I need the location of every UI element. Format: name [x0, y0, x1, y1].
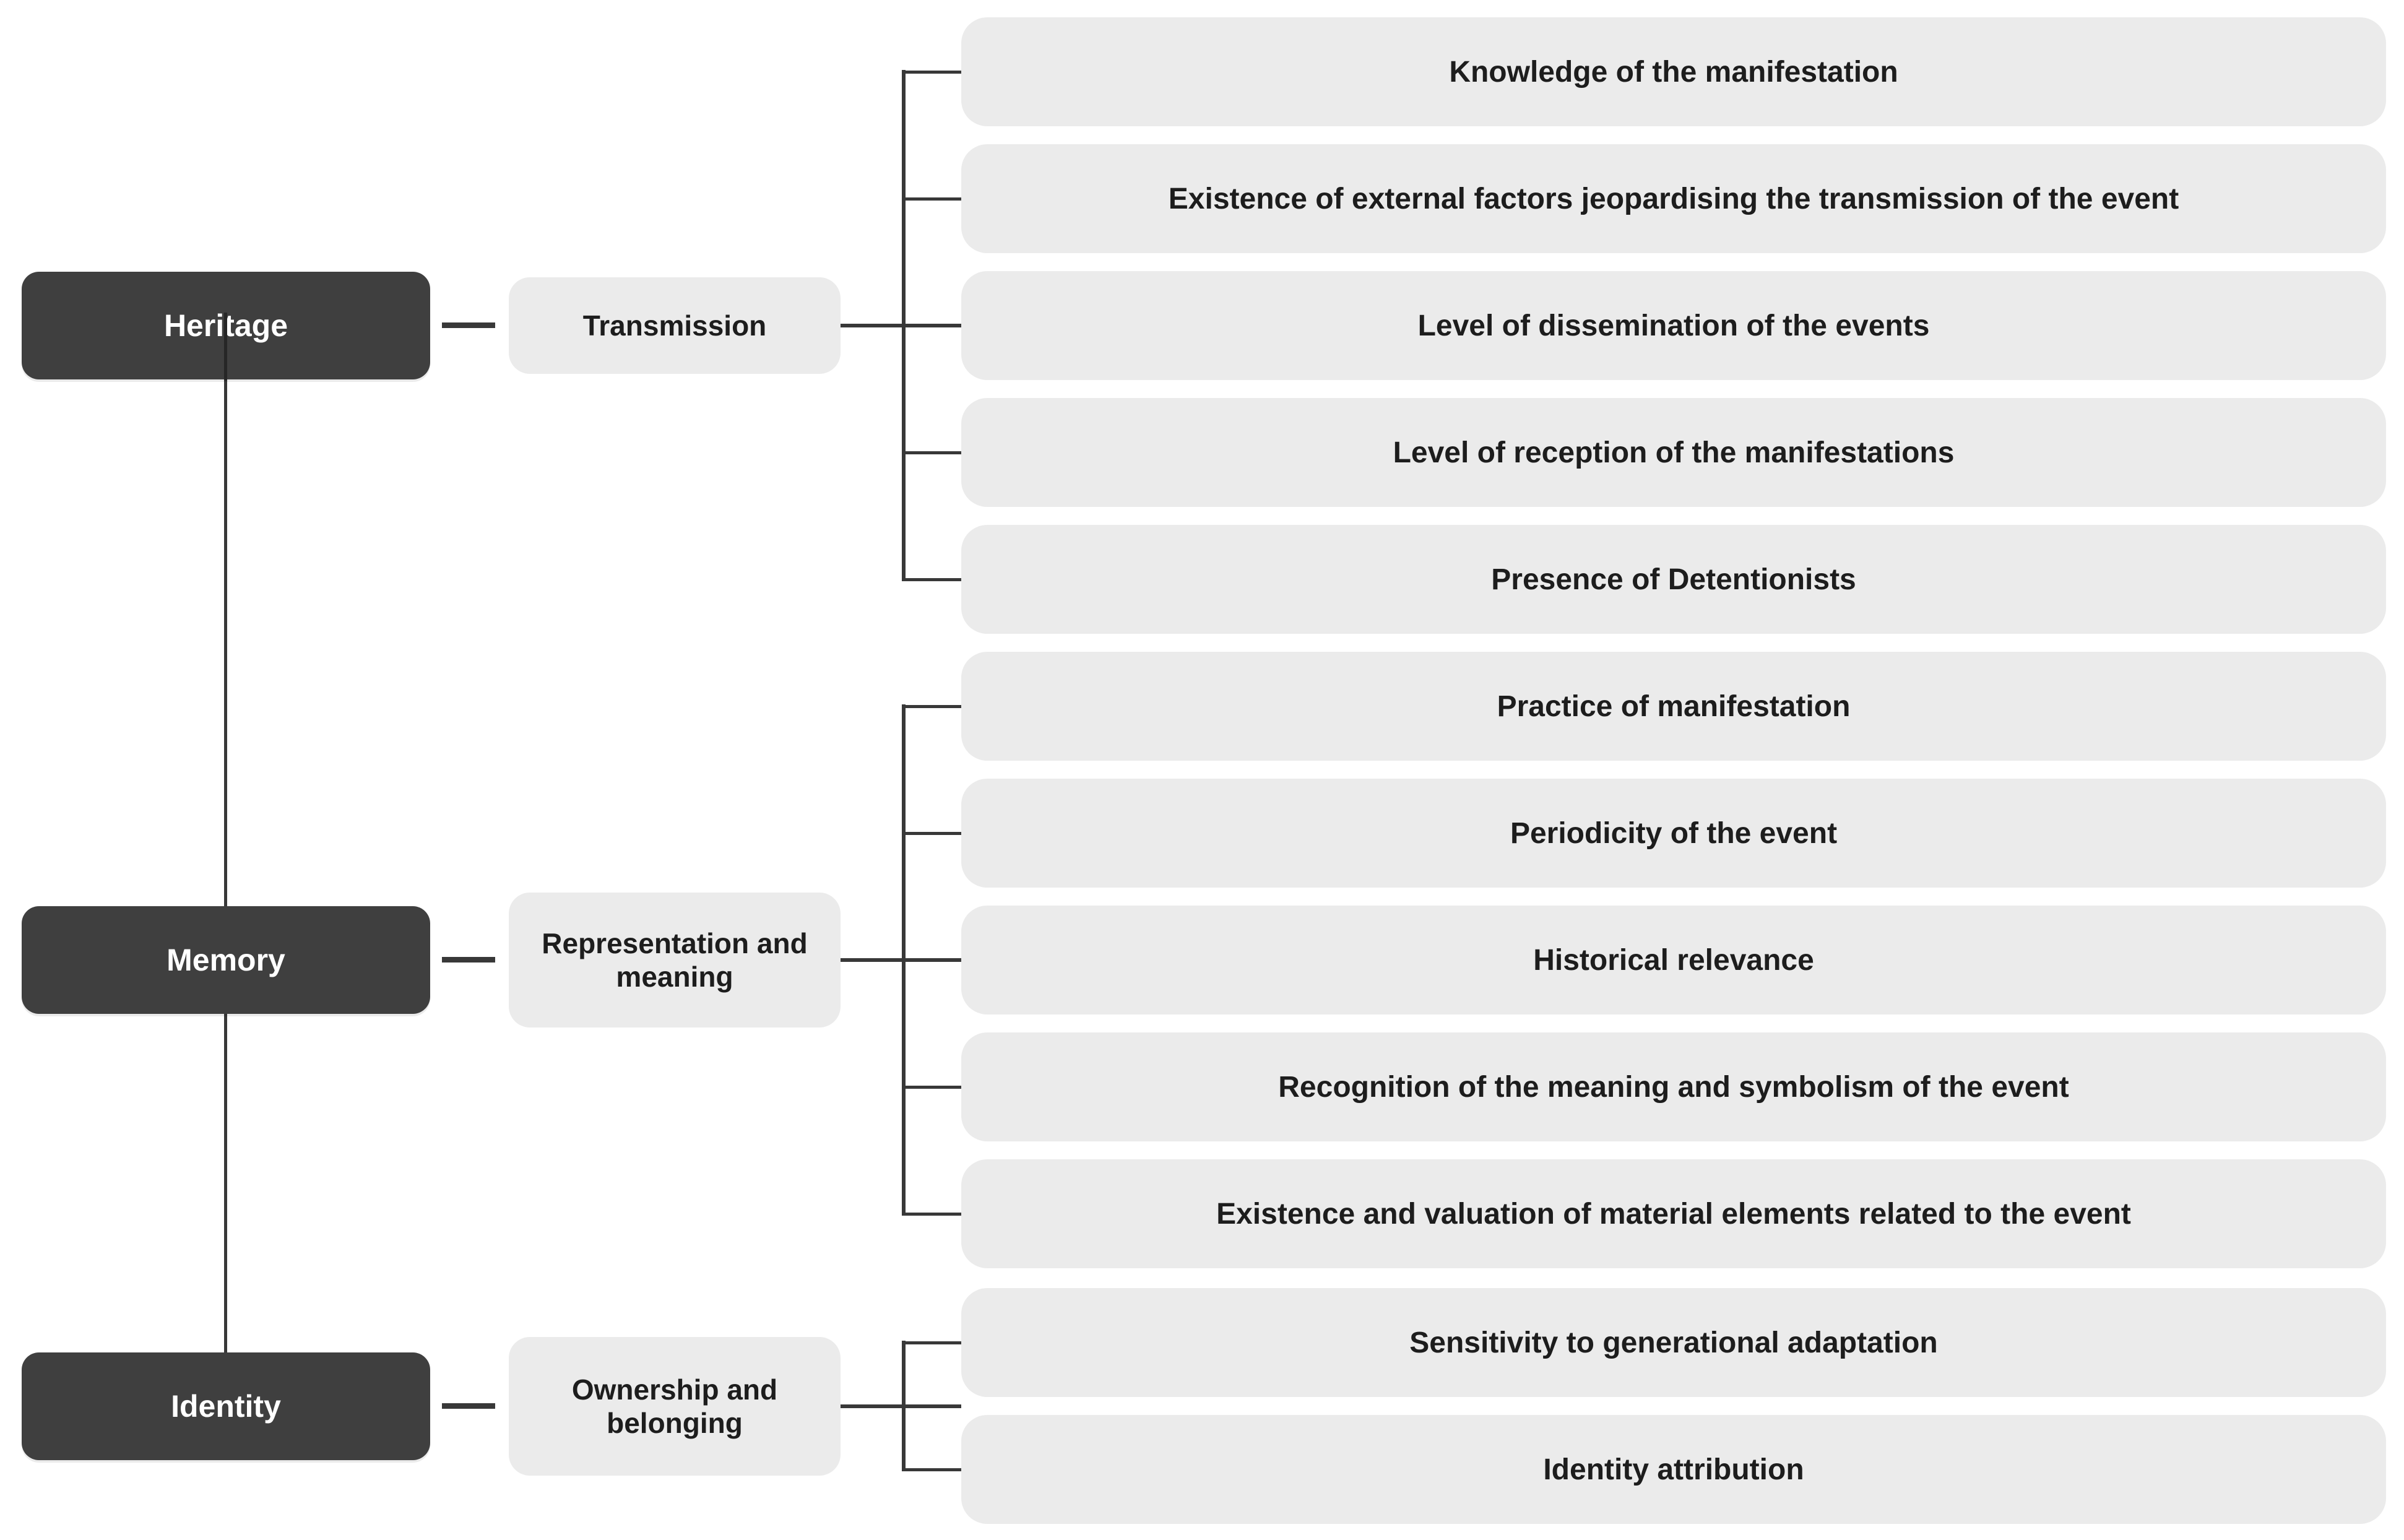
memory-representation-dash	[442, 957, 495, 962]
indicator-box: Recognition of the meaning and symbolism…	[961, 1032, 2386, 1141]
transmission-indicators-line	[841, 324, 961, 327]
representation-indicators-line	[841, 958, 961, 962]
connector-stub	[902, 71, 961, 74]
indicator-label: Level of reception of the manifestations	[1393, 436, 1955, 469]
connector-spine-group3	[902, 1341, 906, 1471]
indicator-label: Level of dissemination of the events	[1417, 309, 1930, 342]
connector-stub	[902, 1213, 961, 1216]
criterion-box-transmission: Transmission	[509, 277, 841, 374]
indicator-label: Recognition of the meaning and symbolism…	[1278, 1070, 2069, 1104]
indicator-box: Knowledge of the manifestation	[961, 17, 2386, 126]
indicator-label: Existence and valuation of material elem…	[1216, 1197, 2131, 1231]
connector-stub	[902, 1468, 961, 1471]
criterion-label-representation: Representation and meaning	[542, 927, 808, 993]
indicator-label: Practice of manifestation	[1497, 690, 1851, 723]
connector-stub	[902, 451, 961, 454]
criterion-label-transmission: Transmission	[582, 309, 767, 342]
connector-stub	[902, 959, 961, 962]
connector-stub	[902, 197, 961, 201]
indicator-label: Historical relevance	[1533, 943, 1814, 977]
indicator-box: Existence of external factors jeopardisi…	[961, 144, 2386, 253]
indicator-box: Level of reception of the manifestations	[961, 398, 2386, 507]
connector-stub	[902, 1086, 961, 1089]
heritage-transmission-dash	[442, 322, 495, 328]
connector-stub	[902, 324, 961, 327]
connector-stub	[902, 1341, 961, 1344]
indicator-box: Practice of manifestation	[961, 652, 2386, 761]
criterion-box-ownership: Ownership and belonging	[509, 1337, 841, 1476]
dimension-link-line	[224, 322, 227, 1352]
indicator-label: Identity attribution	[1543, 1453, 1804, 1486]
indicator-box: Existence and valuation of material elem…	[961, 1159, 2386, 1268]
identity-ownership-dash	[442, 1403, 495, 1409]
indicator-box: Periodicity of the event	[961, 779, 2386, 888]
indicator-label: Presence of Detentionists	[1491, 563, 1856, 596]
criterion-box-representation: Representation and meaning	[509, 893, 841, 1027]
indicator-label: Periodicity of the event	[1510, 816, 1838, 850]
indicator-box: Historical relevance	[961, 906, 2386, 1014]
indicator-box: Identity attribution	[961, 1415, 2386, 1524]
ownership-indicators-line	[841, 1404, 961, 1408]
indicator-box: Presence of Detentionists	[961, 525, 2386, 634]
criterion-label-ownership: Ownership and belonging	[571, 1373, 778, 1439]
indicator-label: Sensitivity to generational adaptation	[1409, 1326, 1938, 1359]
indicator-box: Level of dissemination of the events	[961, 271, 2386, 380]
dimension-box-identity: Identity	[22, 1352, 430, 1460]
dimension-box-memory: Memory	[22, 906, 430, 1014]
indicator-label: Existence of external factors jeopardisi…	[1168, 182, 2179, 215]
connector-stub	[902, 705, 961, 708]
indicator-label: Knowledge of the manifestation	[1449, 55, 1898, 89]
indicator-box: Sensitivity to generational adaptation	[961, 1288, 2386, 1397]
heritage-line-overlay	[224, 313, 227, 381]
dimension-label-identity: Identity	[171, 1389, 281, 1424]
connector-stub	[902, 832, 961, 835]
dimension-label-memory: Memory	[166, 943, 285, 977]
connector-stub	[902, 578, 961, 581]
